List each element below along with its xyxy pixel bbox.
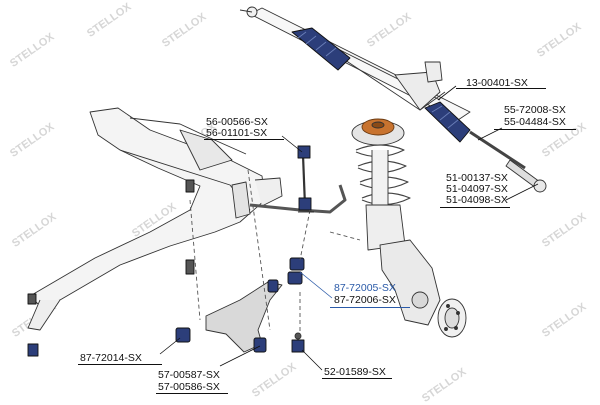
- ball-joint: [291, 332, 305, 353]
- label-rack[interactable]: 13-00401-SX: [466, 77, 528, 89]
- stabilizer-bar: [249, 184, 347, 214]
- stabilizer-bushing: [287, 257, 305, 285]
- steering-knuckle: [379, 239, 467, 338]
- label-control-arm-bushing[interactable]: 87-72014-SX: [80, 352, 142, 364]
- label-stabilizer-link-1[interactable]: 56-00566-SX: [206, 116, 268, 128]
- label-control-arm-1[interactable]: 57-00587-SX: [158, 369, 220, 381]
- label-tie-rod-end-2[interactable]: 51-04097-SX: [446, 183, 508, 195]
- label-rack-boot-underline: [494, 129, 576, 130]
- tie-rod: [469, 130, 547, 193]
- label-tie-rod-end-1[interactable]: 51-00137-SX: [446, 172, 508, 184]
- subframe-mounts: [27, 179, 195, 357]
- label-rack-boot-1[interactable]: 55-72008-SX: [504, 104, 566, 116]
- subframe: [27, 107, 283, 331]
- label-rack-underline: [456, 88, 546, 89]
- strut-assembly: [351, 118, 411, 251]
- label-stabilizer-bushing-2[interactable]: 87-72006-SX: [334, 294, 396, 306]
- steering-rack: [239, 6, 471, 121]
- label-control-arm-underline: [156, 393, 228, 394]
- label-ball-joint-underline: [322, 378, 392, 379]
- label-control-arm-2[interactable]: 57-00586-SX: [158, 381, 220, 393]
- label-tie-rod-end-3[interactable]: 51-04098-SX: [446, 194, 508, 206]
- label-stabilizer-bushing-1[interactable]: 87-72005-SX: [334, 282, 396, 294]
- label-rack-boot-2[interactable]: 55-04484-SX: [504, 116, 566, 128]
- assembly-dashes: [189, 169, 361, 340]
- label-stabilizer-link-2[interactable]: 56-01101-SX: [206, 127, 268, 139]
- label-control-arm-bushing-underline: [78, 364, 162, 365]
- label-tie-rod-end-underline: [440, 207, 510, 208]
- control-arm: [175, 279, 283, 353]
- leader-lines: [159, 85, 539, 371]
- label-stabilizer-link-underline: [204, 139, 284, 140]
- stabilizer-link: [297, 145, 312, 211]
- label-stabilizer-bushing-underline: [330, 307, 410, 308]
- rack-boot-right: [424, 101, 471, 143]
- rack-boot-left: [291, 27, 351, 71]
- label-ball-joint[interactable]: 52-01589-SX: [324, 366, 386, 378]
